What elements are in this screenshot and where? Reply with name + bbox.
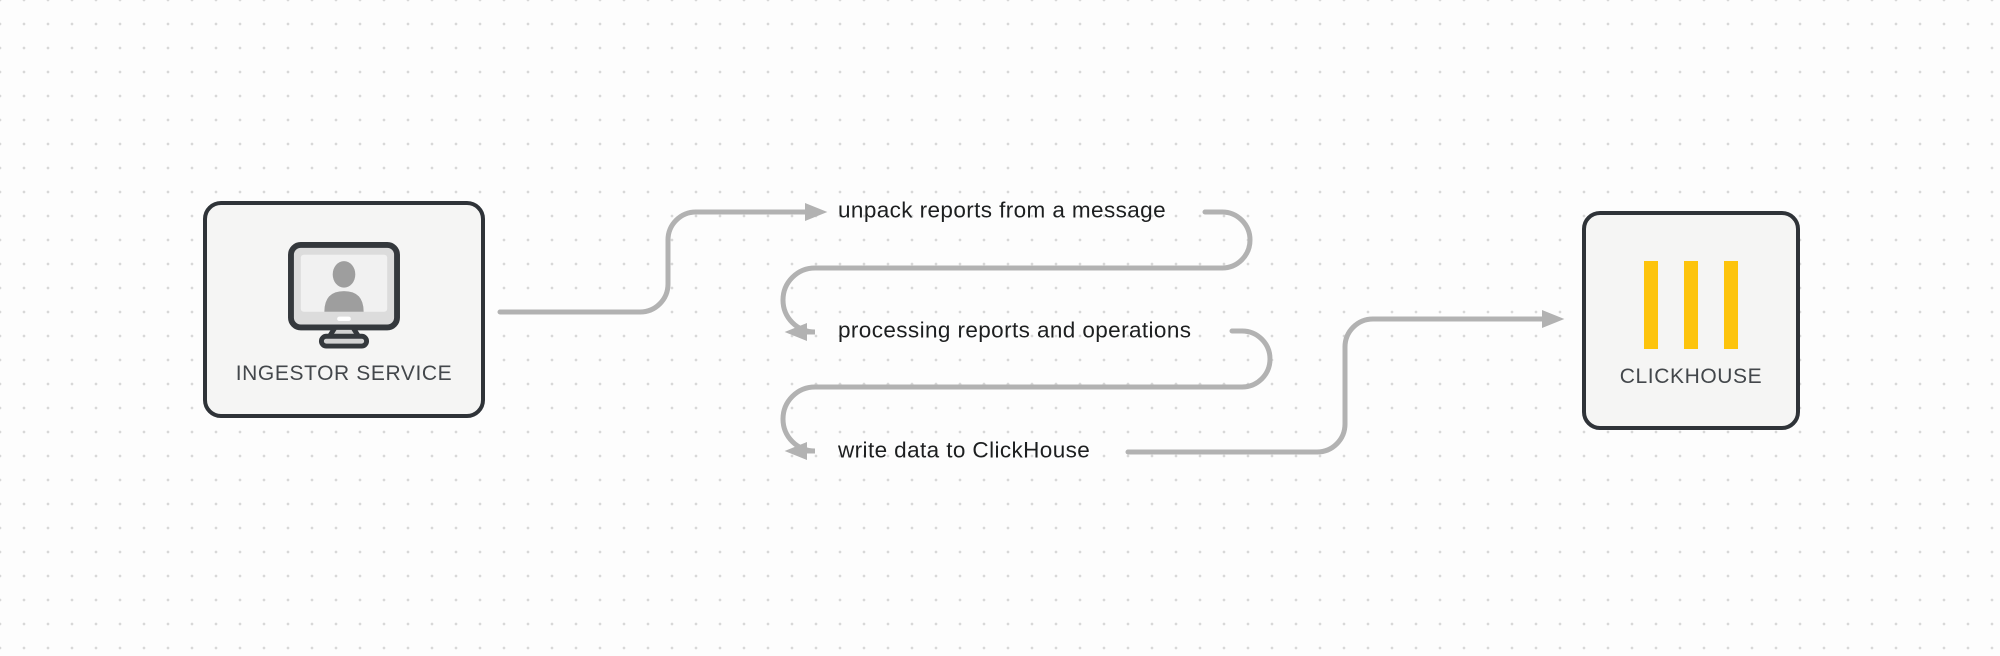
workstation-user-icon [285, 240, 403, 350]
connector-step2-to-step3 [780, 328, 1273, 460]
node-ingestor-label: INGESTOR SERVICE [235, 361, 453, 385]
connector-step1-to-step2 [780, 209, 1253, 341]
connector-ingestor-to-step1 [497, 203, 828, 315]
step-label-unpack: unpack reports from a message [838, 197, 1166, 223]
clickhouse-logo-icon [1644, 260, 1738, 349]
node-clickhouse-label: CLICKHOUSE [1619, 364, 1763, 388]
node-ingestor-service[interactable]: INGESTOR SERVICE [203, 201, 485, 418]
step-label-processing: processing reports and operations [838, 317, 1192, 343]
node-clickhouse[interactable]: CLICKHOUSE [1582, 211, 1800, 430]
step-label-write: write data to ClickHouse [838, 437, 1091, 463]
